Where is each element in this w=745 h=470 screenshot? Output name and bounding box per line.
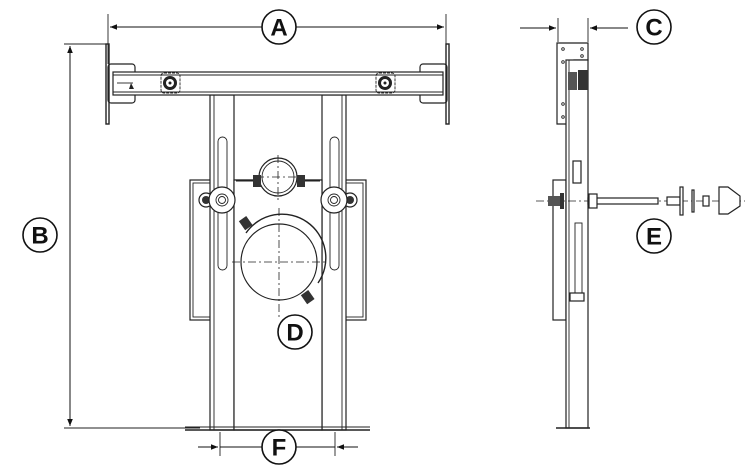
svg-text:B: B: [31, 223, 48, 250]
svg-text:C: C: [645, 15, 662, 42]
svg-text:E: E: [646, 224, 662, 251]
dimension-f: [198, 432, 358, 456]
drain-pipe-clamp: [232, 208, 327, 320]
dimension-c: [520, 18, 628, 42]
adjust-knob-left: [198, 186, 236, 214]
dimension-b: [64, 43, 200, 429]
label-d: D: [277, 314, 313, 350]
label-b: B: [22, 217, 58, 253]
svg-text:D: D: [286, 320, 303, 347]
fixing-rod: [536, 186, 745, 216]
front-view: [64, 14, 450, 456]
svg-text:F: F: [272, 435, 287, 462]
adjust-knob-right: [320, 186, 358, 214]
label-a: A: [261, 9, 297, 45]
side-view: [520, 18, 745, 429]
rail-bolt-left: [160, 72, 181, 94]
rail-bolt-right: [375, 72, 396, 94]
label-f: F: [261, 429, 297, 465]
label-c: C: [636, 9, 672, 45]
small-pipe-clamp: [236, 155, 320, 200]
top-rail: [105, 43, 450, 125]
svg-text:A: A: [270, 15, 287, 42]
label-e: E: [636, 218, 672, 254]
cover-cap: [718, 186, 741, 215]
